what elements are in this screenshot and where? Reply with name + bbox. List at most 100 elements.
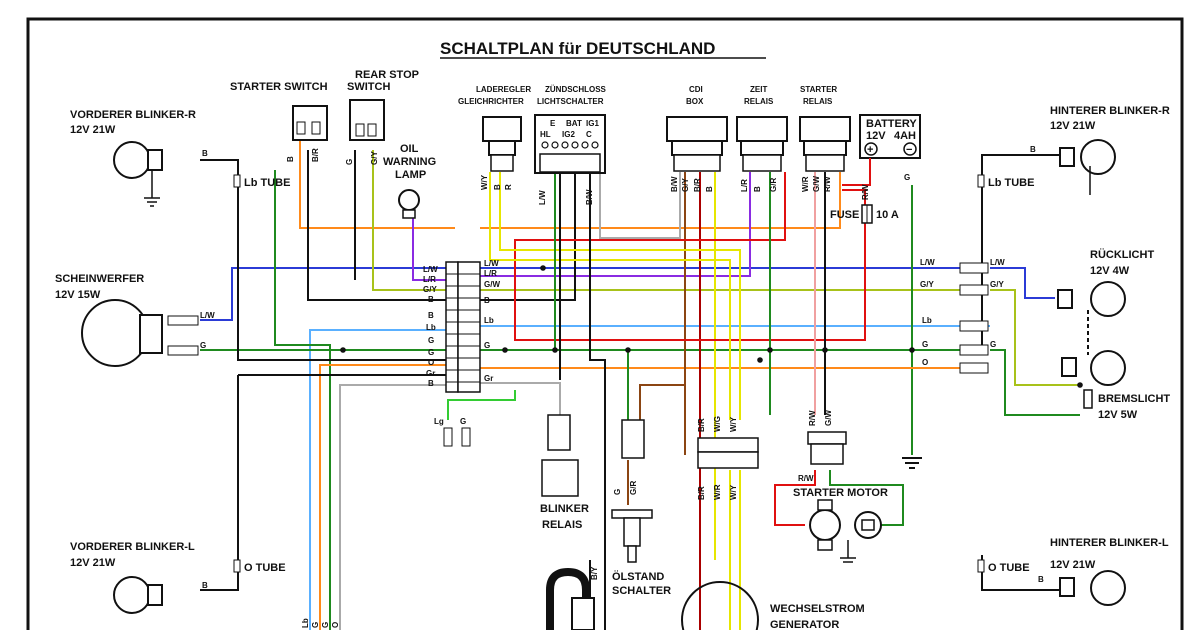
svg-text:B/R: B/R bbox=[311, 148, 320, 162]
svg-text:O: O bbox=[428, 358, 434, 367]
rear-left-indicator: HINTERER BLINKER-L 12V 21W B bbox=[1038, 537, 1169, 606]
svg-text:SWITCH: SWITCH bbox=[347, 81, 390, 93]
svg-text:12V 15W: 12V 15W bbox=[55, 289, 101, 301]
svg-text:Lb TUBE: Lb TUBE bbox=[244, 177, 290, 189]
svg-text:B: B bbox=[1038, 575, 1044, 584]
svg-text:Lb TUBE: Lb TUBE bbox=[988, 177, 1034, 189]
svg-text:REAR STOP: REAR STOP bbox=[355, 69, 419, 81]
svg-text:G: G bbox=[200, 341, 206, 350]
svg-text:SCHEINWERFER: SCHEINWERFER bbox=[55, 273, 144, 285]
minus-icon: − bbox=[906, 144, 912, 156]
bulb-icon bbox=[1090, 570, 1126, 606]
junctions bbox=[340, 265, 1083, 388]
svg-text:W/Y: W/Y bbox=[480, 174, 489, 190]
svg-text:G: G bbox=[428, 348, 434, 357]
svg-text:BOX: BOX bbox=[686, 97, 704, 106]
svg-text:STARTER MOTOR: STARTER MOTOR bbox=[793, 487, 888, 499]
svg-text:G/R: G/R bbox=[769, 178, 778, 192]
svg-text:G: G bbox=[428, 336, 434, 345]
svg-text:12V 21W: 12V 21W bbox=[1050, 120, 1096, 132]
svg-text:G: G bbox=[484, 341, 490, 350]
svg-text:O TUBE: O TUBE bbox=[244, 562, 286, 574]
ignition-switch: ZÜNDSCHLOSS LICHTSCHALTER E BAT IG1 HL I… bbox=[534, 85, 607, 205]
svg-text:G: G bbox=[321, 622, 330, 628]
rear-stop-switch: REAR STOP SWITCH G G/Y bbox=[345, 69, 419, 165]
rear-right-indicator: HINTERER BLINKER-R 12V 21W B bbox=[1030, 105, 1170, 195]
svg-text:BLINKER: BLINKER bbox=[540, 503, 589, 515]
svg-text:VORDERER BLINKER-L: VORDERER BLINKER-L bbox=[70, 541, 195, 553]
svg-text:G: G bbox=[922, 340, 928, 349]
svg-text:G/Y: G/Y bbox=[681, 178, 690, 192]
svg-text:G/Y: G/Y bbox=[920, 280, 934, 289]
svg-text:B/W: B/W bbox=[585, 189, 594, 205]
svg-text:G/W: G/W bbox=[812, 176, 821, 192]
bulb-icon bbox=[1090, 281, 1126, 317]
motor-icon bbox=[809, 509, 841, 541]
svg-text:B: B bbox=[1030, 145, 1036, 154]
svg-text:B: B bbox=[428, 295, 434, 304]
svg-text:LICHTSCHALTER: LICHTSCHALTER bbox=[537, 97, 604, 106]
svg-text:12V 21W: 12V 21W bbox=[70, 124, 116, 136]
svg-text:G: G bbox=[460, 417, 466, 426]
svg-text:B/R: B/R bbox=[693, 178, 702, 192]
svg-text:C: C bbox=[586, 130, 592, 139]
svg-text:HINTERER BLINKER-R: HINTERER BLINKER-R bbox=[1050, 105, 1170, 117]
svg-text:IG1: IG1 bbox=[586, 119, 599, 128]
svg-text:12V 21W: 12V 21W bbox=[1050, 559, 1096, 571]
svg-text:L/W: L/W bbox=[990, 258, 1005, 267]
svg-text:OIL: OIL bbox=[400, 143, 419, 155]
svg-text:G/W: G/W bbox=[484, 280, 500, 289]
svg-text:L/R: L/R bbox=[484, 269, 497, 278]
svg-text:B: B bbox=[202, 149, 208, 158]
svg-text:B: B bbox=[286, 156, 295, 162]
svg-text:GENERATOR: GENERATOR bbox=[770, 619, 839, 630]
front-right-indicator: VORDERER BLINKER-R 12V 21W B bbox=[70, 109, 208, 207]
svg-text:HINTERER BLINKER-L: HINTERER BLINKER-L bbox=[1050, 537, 1169, 549]
svg-text:ÖLSTAND: ÖLSTAND bbox=[612, 570, 664, 583]
svg-text:L/R: L/R bbox=[423, 275, 436, 284]
cdi-box: CDI BOX B/W G/Y B/R B bbox=[666, 85, 728, 192]
bulb-icon bbox=[1090, 350, 1126, 386]
tube-rear-left: O TUBE bbox=[977, 559, 1030, 574]
svg-text:HL: HL bbox=[540, 130, 551, 139]
tail-light: RÜCKLICHT 12V 4W bbox=[1057, 248, 1154, 355]
svg-text:RELAIS: RELAIS bbox=[542, 519, 582, 531]
svg-text:W/R: W/R bbox=[801, 176, 810, 192]
generator-connector: B/R W/G W/Y B/R W/R W/Y bbox=[697, 416, 759, 500]
bulb-icon bbox=[113, 141, 151, 179]
svg-text:G/R: G/R bbox=[629, 481, 638, 495]
ac-generator: WECHSELSTROM GENERATOR bbox=[681, 581, 865, 635]
svg-text:BATTERY: BATTERY bbox=[866, 118, 917, 130]
battery: BATTERY 12V 4AH + − G bbox=[842, 114, 921, 186]
brake-light: BREMSLICHT 12V 5W bbox=[1061, 350, 1170, 421]
svg-text:BREMSLICHT: BREMSLICHT bbox=[1098, 393, 1170, 405]
svg-text:G/W: G/W bbox=[824, 410, 833, 426]
flasher-relay: BLINKER RELAIS bbox=[540, 414, 589, 531]
svg-text:R/W: R/W bbox=[798, 474, 814, 483]
tube-front-left: O TUBE bbox=[233, 559, 286, 574]
svg-text:LADEREGLER: LADEREGLER bbox=[476, 85, 531, 94]
svg-text:L/W: L/W bbox=[423, 265, 438, 274]
fuse: FUSE 10 A R/W bbox=[830, 184, 899, 224]
svg-text:O: O bbox=[922, 358, 928, 367]
svg-text:B: B bbox=[705, 186, 714, 192]
svg-text:IG2: IG2 bbox=[562, 130, 575, 139]
svg-text:G: G bbox=[613, 489, 622, 495]
tube-rear-right: Lb TUBE bbox=[977, 174, 1034, 189]
svg-text:RELAIS: RELAIS bbox=[803, 97, 833, 106]
bulb-icon bbox=[1080, 139, 1116, 175]
svg-text:B: B bbox=[753, 186, 762, 192]
svg-text:4AH: 4AH bbox=[894, 130, 916, 142]
svg-text:B: B bbox=[202, 581, 208, 590]
tube-front-right: Lb TUBE bbox=[233, 174, 290, 189]
svg-text:L/W: L/W bbox=[484, 259, 499, 268]
svg-text:12V 4W: 12V 4W bbox=[1090, 265, 1130, 277]
svg-text:STARTER SWITCH: STARTER SWITCH bbox=[230, 81, 328, 93]
svg-text:B/W: B/W bbox=[670, 176, 679, 192]
svg-text:12V 5W: 12V 5W bbox=[1098, 409, 1138, 421]
svg-text:LAMP: LAMP bbox=[395, 169, 426, 181]
svg-text:SCHALTER: SCHALTER bbox=[612, 585, 671, 597]
timer-relay: ZEIT RELAIS L/R B G/R bbox=[736, 85, 788, 192]
svg-text:G/Y: G/Y bbox=[990, 280, 1004, 289]
